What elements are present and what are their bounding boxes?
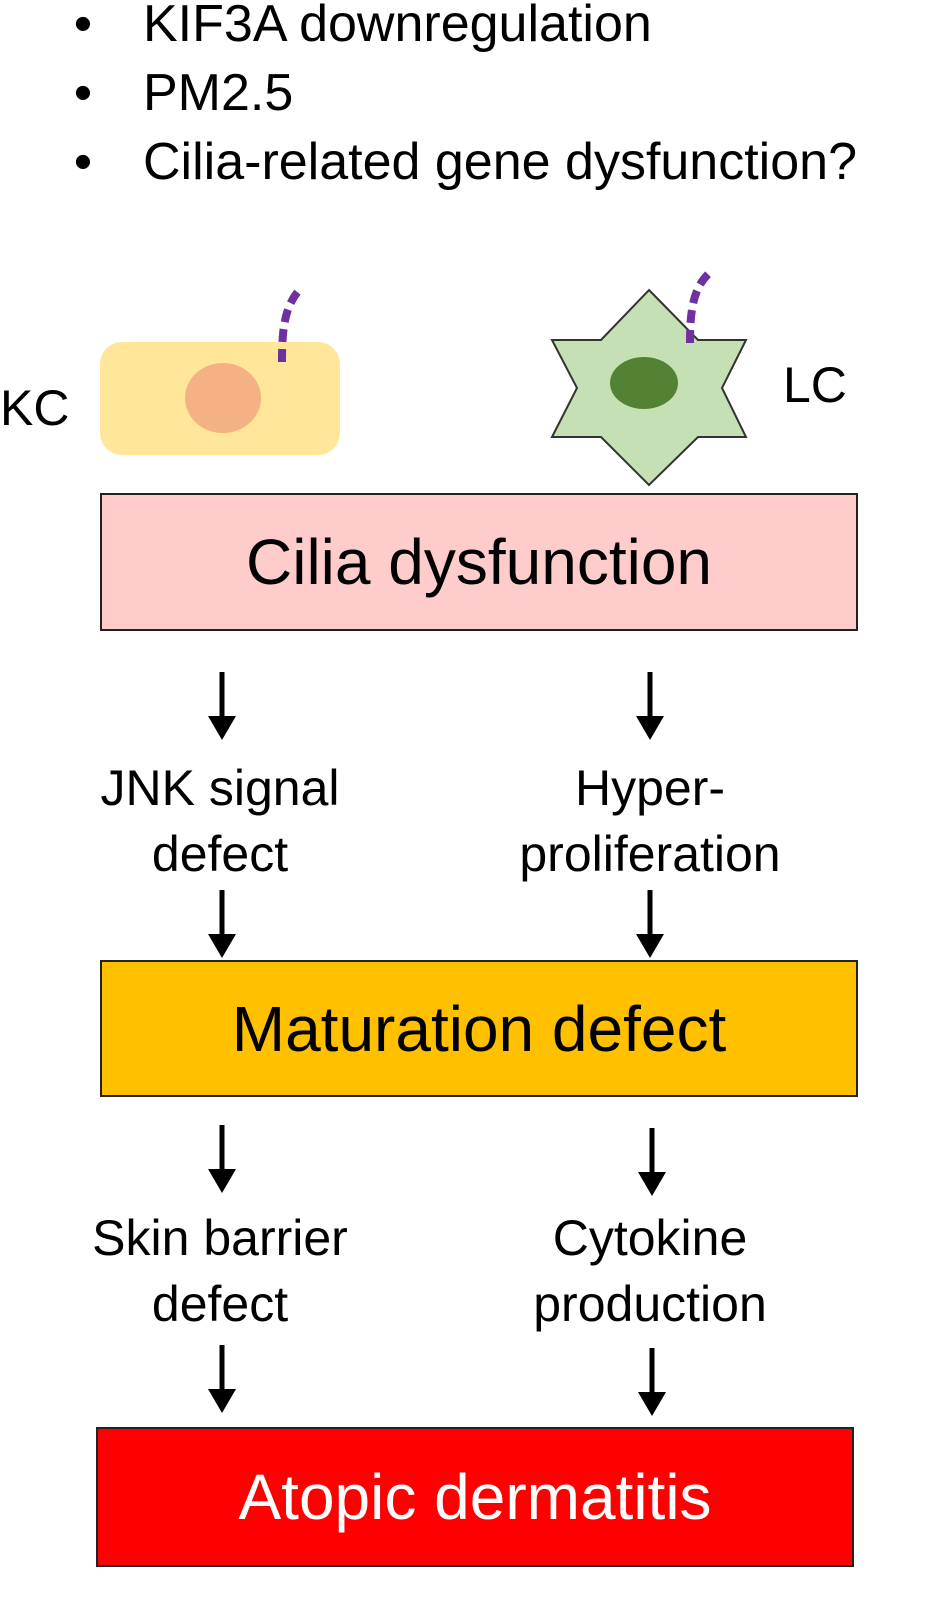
trigger-text: Cilia-related gene dysfunction? bbox=[143, 133, 857, 191]
keratinocyte-cell bbox=[100, 284, 340, 455]
down-arrow-icon bbox=[638, 1128, 666, 1196]
cytokine-production-text: Cytokine production bbox=[470, 1205, 830, 1337]
jnk-signal-defect-text: JNK signal defect bbox=[40, 755, 400, 887]
skin-barrier-defect-text: Skin barrier defect bbox=[40, 1205, 400, 1337]
keratinocyte-nucleus bbox=[185, 363, 261, 433]
bullet-marker: • bbox=[73, 64, 93, 122]
step-line: Skin barrier bbox=[92, 1210, 348, 1266]
lc-label: LC bbox=[783, 357, 847, 413]
atopic-dermatitis-box: Atopic dermatitis bbox=[96, 1427, 854, 1567]
down-arrow-icon bbox=[208, 1125, 236, 1193]
langerhans-nucleus bbox=[610, 357, 678, 409]
keratinocyte-cilium bbox=[278, 284, 305, 363]
kc-label: KC bbox=[0, 380, 70, 436]
langerhans-cilium bbox=[686, 266, 716, 344]
maturation-defect-label: Maturation defect bbox=[231, 992, 727, 1065]
hyper-proliferation-text: Hyper- proliferation bbox=[470, 755, 830, 887]
cilia-dysfunction-label: Cilia dysfunction bbox=[246, 526, 712, 598]
cilia-dysfunction-box: Cilia dysfunction bbox=[100, 493, 858, 631]
down-arrow-icon bbox=[636, 890, 664, 958]
bullet-marker: • bbox=[73, 133, 93, 191]
trigger-item: • PM2.5 bbox=[0, 63, 950, 123]
trigger-list: • KIF3A downregulation • PM2.5 • Cilia-r… bbox=[0, 0, 950, 200]
trigger-text: PM2.5 bbox=[143, 64, 294, 122]
down-arrow-icon bbox=[208, 890, 236, 958]
step-line: Hyper- bbox=[574, 760, 726, 816]
cell-illustrations bbox=[100, 266, 748, 487]
maturation-defect-box: Maturation defect bbox=[100, 960, 858, 1097]
step-line: JNK signal bbox=[100, 760, 340, 816]
trigger-item: • Cilia-related gene dysfunction? bbox=[0, 132, 950, 192]
trigger-item: • KIF3A downregulation bbox=[0, 0, 950, 54]
down-arrow-icon bbox=[208, 672, 236, 740]
step-line: production bbox=[533, 1276, 767, 1332]
langerhans-cell bbox=[550, 266, 748, 487]
step-line: defect bbox=[151, 826, 289, 882]
down-arrow-icon bbox=[208, 1345, 236, 1413]
trigger-text: KIF3A downregulation bbox=[143, 0, 652, 53]
atopic-dermatitis-label: Atopic dermatitis bbox=[238, 1461, 712, 1533]
down-arrow-icon bbox=[636, 672, 664, 740]
bullet-marker: • bbox=[73, 0, 93, 53]
step-line: proliferation bbox=[519, 826, 781, 882]
step-line: defect bbox=[151, 1276, 289, 1332]
down-arrow-icon bbox=[638, 1348, 666, 1416]
step-line: Cytokine bbox=[552, 1210, 748, 1266]
